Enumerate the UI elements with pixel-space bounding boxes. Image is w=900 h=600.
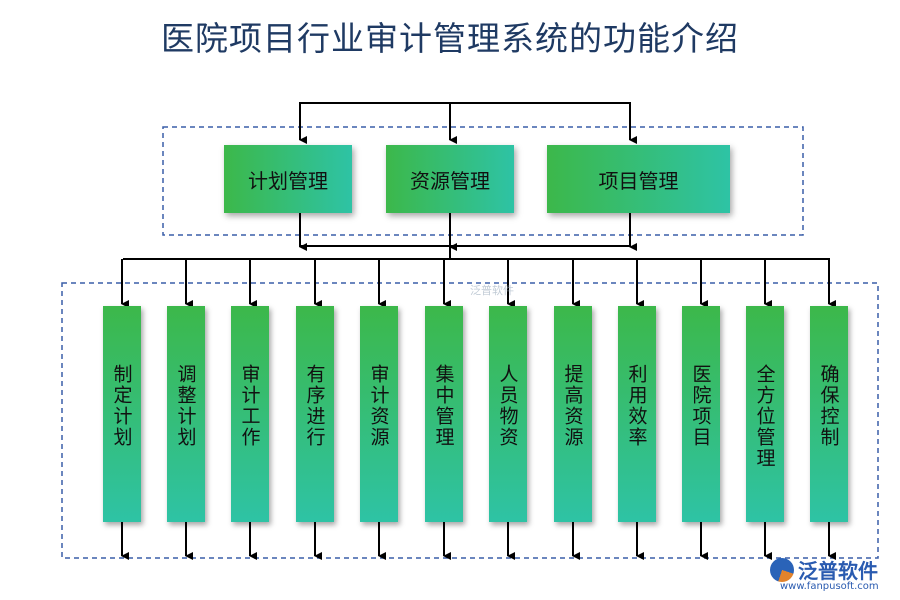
function-box: 制定计划 (103, 306, 141, 522)
function-box: 审计资源 (360, 306, 398, 522)
function-box: 利用效率 (618, 306, 656, 522)
module-resource-management: 资源管理 (386, 145, 514, 213)
function-box: 医院项目 (682, 306, 720, 522)
function-label: 人员物资 (496, 364, 519, 448)
function-label: 有序进行 (303, 364, 326, 448)
function-label: 调整计划 (174, 364, 197, 448)
function-box: 人员物资 (489, 306, 527, 522)
function-label: 医院项目 (689, 364, 712, 448)
logo-icon (770, 558, 794, 582)
function-box: 集中管理 (425, 306, 463, 522)
logo-url: www.fanpusoft.com (780, 581, 879, 592)
function-label: 确保控制 (817, 364, 840, 448)
function-box: 提高资源 (554, 306, 592, 522)
function-label: 集中管理 (432, 364, 455, 448)
function-label: 审计工作 (238, 364, 261, 448)
function-label: 全方位管理 (753, 364, 776, 469)
module-project-management: 项目管理 (547, 145, 730, 213)
function-box: 审计工作 (231, 306, 269, 522)
function-box: 确保控制 (810, 306, 848, 522)
function-label: 制定计划 (110, 364, 133, 448)
function-box: 有序进行 (296, 306, 334, 522)
function-label: 利用效率 (625, 364, 648, 448)
function-box: 全方位管理 (746, 306, 784, 522)
function-label: 审计资源 (367, 364, 390, 448)
bottom-group-frame (61, 282, 879, 559)
function-box: 调整计划 (167, 306, 205, 522)
page-title: 医院项目行业审计管理系统的功能介绍 (161, 19, 739, 58)
top-group-frame (162, 126, 804, 236)
module-plan-management: 计划管理 (224, 145, 352, 213)
brand-logo: 泛普软件 www.fanpusoft.com (770, 555, 895, 595)
logo-name: 泛普软件 (798, 559, 878, 583)
watermark: 泛普软件 (470, 284, 514, 297)
function-label: 提高资源 (561, 364, 584, 448)
